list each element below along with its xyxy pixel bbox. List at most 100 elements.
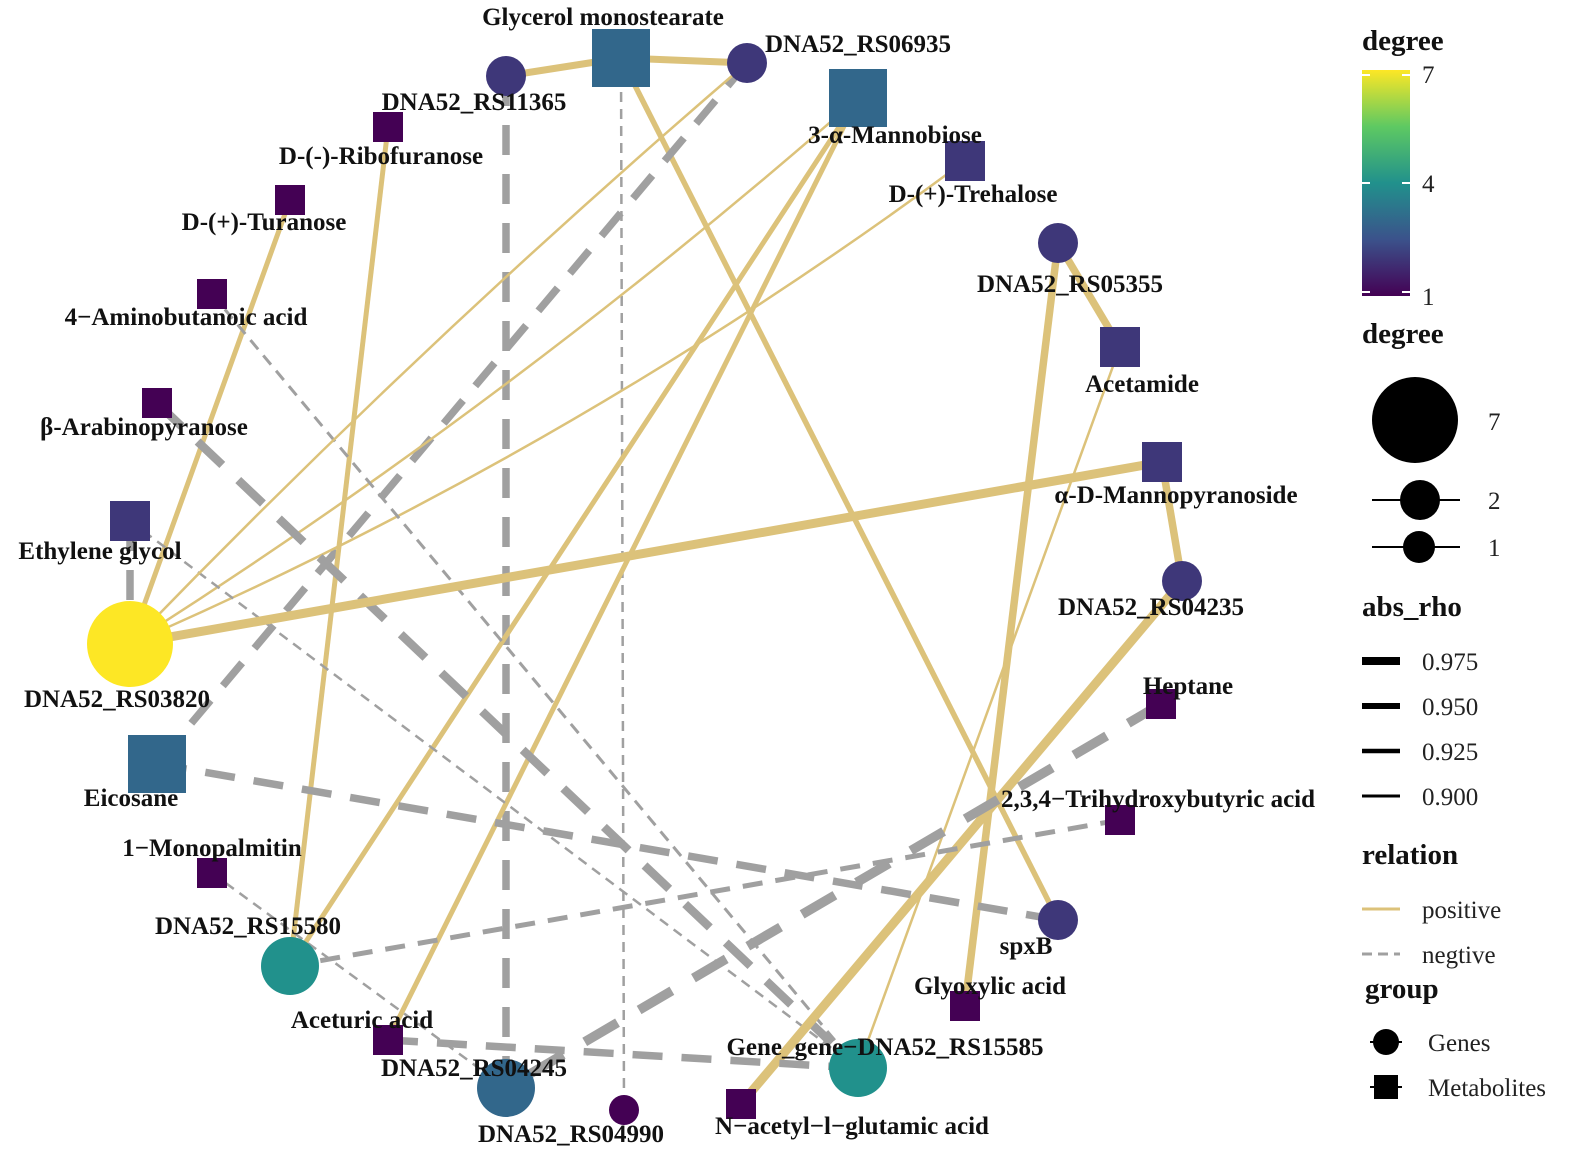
edge-positive-11	[127, 199, 293, 645]
metabolite-node-8[interactable]	[197, 279, 227, 309]
node-label-22: Aceturic acid	[291, 1007, 433, 1034]
degree-tick-1: 1	[1422, 284, 1435, 311]
metabolite-node-11[interactable]	[1142, 442, 1182, 482]
edge-negative-24	[156, 760, 1059, 924]
node-label-16: Eicosane	[84, 785, 178, 812]
edge-positive-6	[129, 97, 859, 646]
gene-node-13[interactable]	[1162, 561, 1202, 601]
edge-negative-27	[387, 1036, 859, 1072]
metabolite-node-4[interactable]	[373, 112, 403, 142]
gene-node-24[interactable]	[477, 1059, 535, 1117]
node-label-3: DNA52_RS11365	[382, 89, 567, 116]
edge-negative-12	[210, 293, 860, 1069]
gene-node-20[interactable]	[261, 937, 319, 995]
labels-layer: Glycerol monostearateDNA52_RS069353-α-Ma…	[18, 4, 1315, 1148]
node-label-26: DNA52_RS04990	[478, 1121, 664, 1148]
node-label-1: DNA52_RS06935	[765, 31, 951, 58]
relation-label-positive: positive	[1422, 897, 1501, 924]
edge-negative-4	[154, 60, 750, 767]
gene-node-14[interactable]	[87, 601, 173, 687]
metabolite-node-2[interactable]	[829, 69, 887, 127]
metabolite-node-6[interactable]	[275, 185, 305, 215]
gene-node-23[interactable]	[829, 1039, 887, 1097]
degree-size-label-7: 7	[1488, 409, 1501, 436]
legend-degree-size-title: degree	[1362, 318, 1444, 350]
metabolite-node-17[interactable]	[1105, 805, 1135, 835]
legend-group-title: group	[1365, 973, 1439, 1005]
edge-positive-22	[129, 62, 748, 645]
legend-relation-title: relation	[1362, 839, 1458, 871]
group-key-genes	[1373, 1029, 1399, 1055]
metabolite-node-15[interactable]	[1146, 689, 1176, 719]
edge-positive-17	[961, 242, 1062, 1007]
edge-positive-10	[287, 126, 391, 967]
absrho-label-0900: 0.900	[1422, 784, 1478, 811]
absrho-label-0925: 0.925	[1422, 739, 1478, 766]
degree-tick-7: 7	[1422, 62, 1435, 89]
edge-negative-2	[619, 57, 626, 1111]
edge-positive-7	[287, 96, 861, 968]
edge-positive-19	[129, 457, 1163, 649]
degree-size-label-1: 1	[1488, 535, 1501, 562]
metabolite-node-10[interactable]	[142, 388, 172, 418]
metabolite-node-9[interactable]	[1100, 327, 1140, 367]
node-label-21: Glyoxylic acid	[914, 973, 1066, 1000]
node-label-18: 1−Monopalmitin	[122, 835, 302, 862]
legend-degree-color-title: degree	[1362, 25, 1444, 57]
degree-size-label-2: 2	[1488, 488, 1501, 515]
edges-layer	[126, 54, 1186, 1111]
metabolite-node-22[interactable]	[373, 1025, 403, 1055]
edge-positive-3	[618, 56, 1061, 922]
node-label-10: β-Arabinopyranose	[40, 414, 248, 441]
node-label-24: DNA52_RS04245	[381, 1055, 567, 1082]
edge-negative-15	[129, 520, 859, 1069]
gene-node-7[interactable]	[1038, 223, 1078, 263]
degree-size-key-1	[1403, 531, 1435, 563]
degree-size-key-2	[1400, 480, 1440, 520]
edge-negative-25	[289, 817, 1121, 969]
group-key-metabolites	[1374, 1075, 1398, 1099]
metabolite-node-16[interactable]	[128, 735, 186, 793]
gene-node-19[interactable]	[1038, 900, 1078, 940]
metabolite-node-18[interactable]	[197, 858, 227, 888]
metabolite-node-0[interactable]	[592, 29, 650, 87]
node-label-4: D-(-)-Ribofuranose	[279, 143, 483, 170]
legend: degree 7 4 1 degree 7 2 1 abs_rho 0.975 …	[1362, 25, 1546, 1102]
metabolite-node-5[interactable]	[945, 141, 985, 181]
absrho-label-0975: 0.975	[1422, 649, 1478, 676]
gene-node-1[interactable]	[727, 43, 767, 83]
absrho-label-0950: 0.950	[1422, 694, 1478, 721]
edge-positive-21	[737, 578, 1186, 1107]
gene-node-3[interactable]	[486, 56, 526, 96]
relation-label-negative: negtive	[1422, 942, 1496, 969]
node-label-9: Acetamide	[1085, 371, 1199, 398]
metabolite-node-12[interactable]	[110, 501, 150, 541]
edge-negative-23	[503, 699, 1164, 1093]
node-label-11: α-D-Mannopyranoside	[1054, 482, 1297, 509]
node-label-13: DNA52_RS04235	[1058, 594, 1244, 621]
node-label-15: Heptane	[1143, 673, 1233, 700]
node-label-19: spxB	[1000, 933, 1053, 960]
edge-positive-9	[129, 159, 966, 646]
edge-positive-8	[385, 96, 861, 1042]
gene-node-26[interactable]	[609, 1095, 639, 1125]
degree-size-key-7	[1372, 377, 1458, 463]
node-label-25: N−acetyl−l−glutamic acid	[715, 1113, 989, 1140]
nodes-layer	[87, 29, 1202, 1125]
node-label-8: 4−Aminobutanoic acid	[65, 304, 308, 331]
metabolite-node-21[interactable]	[950, 991, 980, 1021]
edge-positive-18	[856, 346, 1122, 1069]
node-label-14: DNA52_RS03820	[24, 686, 210, 713]
degree-tick-4: 4	[1422, 171, 1435, 198]
metabolite-node-25[interactable]	[726, 1089, 756, 1119]
group-label-metabolites: Metabolites	[1428, 1075, 1546, 1102]
node-label-5: D-(+)-Trehalose	[889, 181, 1058, 208]
group-label-genes: Genes	[1428, 1030, 1490, 1057]
node-label-20: DNA52_RS15580	[155, 913, 341, 940]
node-label-0: Glycerol monostearate	[482, 4, 724, 31]
node-label-6: D-(+)-Turanose	[182, 209, 347, 236]
node-label-23: Gene_gene−DNA52_RS15585	[726, 1034, 1043, 1061]
legend-absrho-title: abs_rho	[1362, 591, 1462, 623]
node-label-7: DNA52_RS05355	[977, 271, 1163, 298]
